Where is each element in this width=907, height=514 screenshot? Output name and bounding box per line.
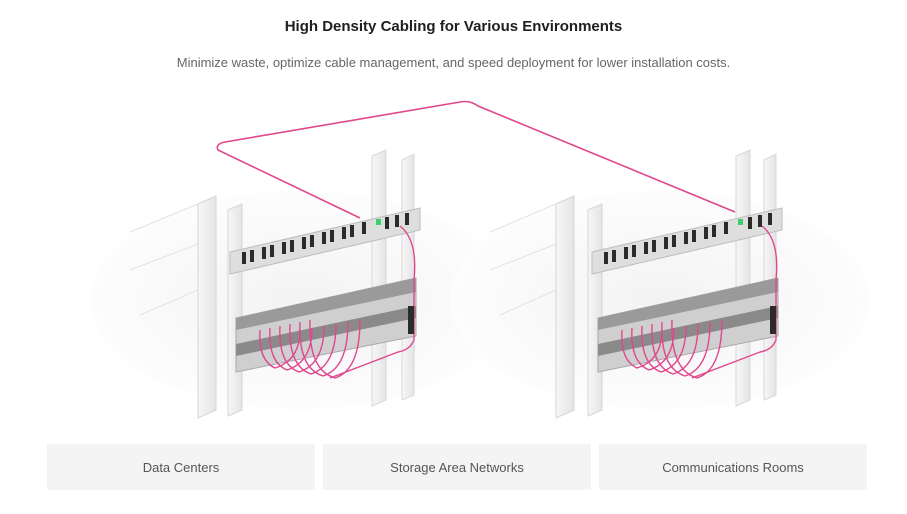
rear-post-left — [371, 149, 387, 407]
rack-left — [129, 149, 421, 419]
rear-post-right — [763, 153, 777, 401]
rear-post-left — [735, 149, 751, 407]
rack-right — [489, 149, 783, 419]
front-post-left — [555, 195, 575, 419]
rear-post-right — [401, 153, 415, 401]
front-post-right — [587, 203, 603, 417]
front-post-right — [227, 203, 243, 417]
tab-storage-area-networks[interactable]: Storage Area Networks — [323, 444, 591, 490]
tab-communications-rooms[interactable]: Communications Rooms — [599, 444, 867, 490]
page-subtitle: Minimize waste, optimize cable managemen… — [176, 55, 731, 70]
overhead-cable — [216, 100, 736, 219]
front-post-left — [197, 195, 217, 419]
port-led — [738, 219, 743, 225]
rack-illustration — [90, 100, 870, 419]
rack-shadow-right — [450, 190, 870, 410]
environment-tabs: Data Centers Storage Area Networks Commu… — [47, 444, 867, 490]
port-led — [376, 219, 381, 225]
tab-data-centers[interactable]: Data Centers — [47, 444, 315, 490]
page-title: High Density Cabling for Various Environ… — [284, 18, 623, 35]
